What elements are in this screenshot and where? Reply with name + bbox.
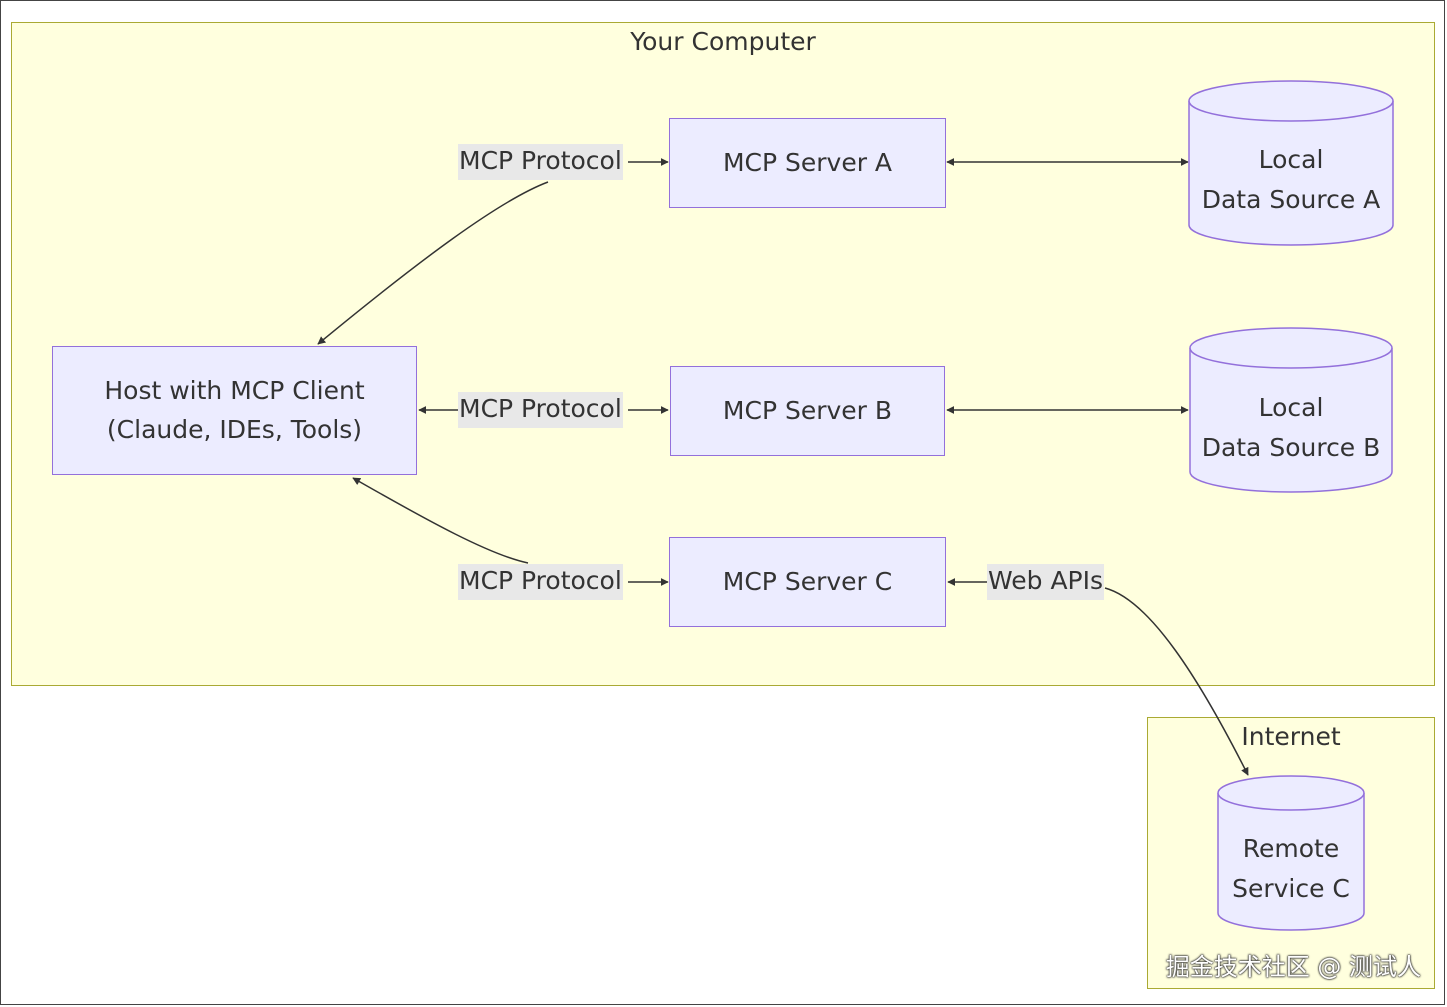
node-source-b-line1: Local — [1258, 393, 1324, 422]
node-remote-c-line1: Remote — [1242, 834, 1340, 863]
node-server-a: MCP Server A — [669, 118, 946, 208]
node-remote-c-line2: Service C — [1232, 874, 1350, 903]
node-source-b-line2: Data Source B — [1201, 433, 1381, 462]
node-host: Host with MCP Client (Claude, IDEs, Tool… — [52, 346, 417, 475]
node-server-c: MCP Server C — [669, 537, 946, 627]
node-source-a-line1: Local — [1258, 145, 1324, 174]
cylinder-source-a — [1188, 80, 1394, 246]
edge-web-apis-remote — [1104, 587, 1249, 776]
edge-label-host-server-a: MCP Protocol — [458, 144, 623, 180]
cluster-title-internet: Internet — [1241, 722, 1341, 751]
watermark: 掘金技术社区 @ 测试人 — [1165, 953, 1421, 981]
cluster-title-your-computer: Your Computer — [630, 27, 816, 56]
node-source-a-line2: Data Source A — [1201, 185, 1381, 214]
edge-label-web-apis: Web APIs — [987, 564, 1105, 600]
node-host-line1: Host with MCP Client — [104, 375, 365, 405]
node-server-b-label: MCP Server B — [722, 395, 893, 425]
node-server-c-label: MCP Server C — [722, 566, 893, 596]
edge-host-server-c — [352, 477, 529, 564]
node-host-line2: (Claude, IDEs, Tools) — [106, 414, 363, 444]
cylinder-source-b — [1189, 327, 1393, 493]
node-source-a: Local Data Source A — [1189, 140, 1393, 220]
cylinder-remote-c — [1217, 775, 1365, 931]
node-remote-c: Remote Service C — [1218, 829, 1364, 909]
node-source-b: Local Data Source B — [1190, 388, 1392, 468]
edge-label-host-server-c: MCP Protocol — [458, 564, 623, 600]
edge-label-host-server-b: MCP Protocol — [458, 392, 623, 428]
node-server-a-label: MCP Server A — [722, 147, 893, 177]
node-server-b: MCP Server B — [670, 366, 945, 456]
edge-host-server-a — [317, 181, 549, 345]
